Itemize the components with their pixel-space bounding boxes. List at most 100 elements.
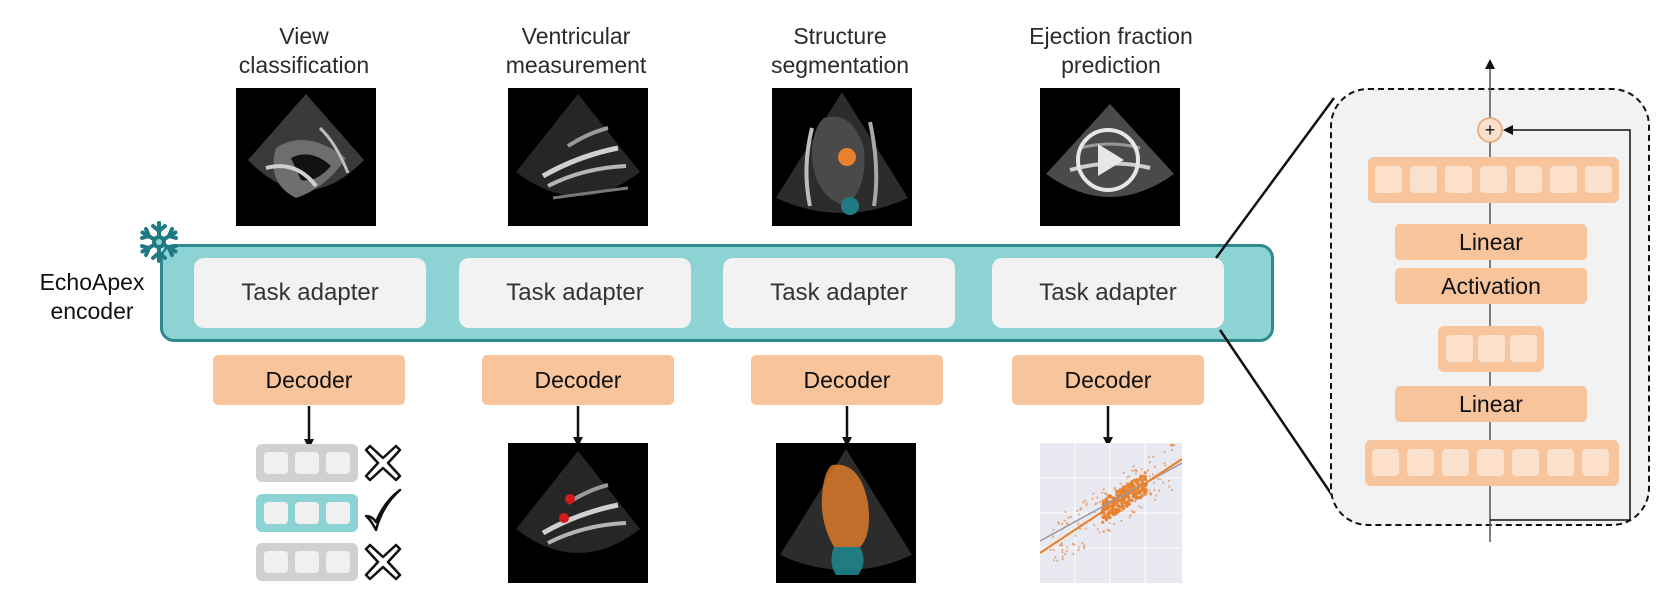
scatter-point (1077, 522, 1080, 526)
class-cell (326, 502, 350, 524)
residual-plus-symbol: + (1485, 120, 1496, 140)
scatter-point (1101, 515, 1105, 520)
cross-icon (364, 444, 402, 482)
check-icon (364, 488, 402, 532)
scatter-point (1102, 488, 1105, 491)
scatter-point (1131, 509, 1134, 512)
scatter-point (1064, 510, 1067, 513)
scatter-point (1061, 557, 1064, 561)
scatter-point (1065, 550, 1068, 553)
scatter-point (1092, 492, 1095, 495)
scatter-point (1113, 487, 1116, 490)
scatter-point (1061, 522, 1064, 526)
scatter-point (1128, 483, 1132, 487)
scatter-point (1128, 500, 1131, 503)
scatter-point (1164, 464, 1167, 467)
decoder-2: Decoder (482, 355, 674, 405)
scatter-point (1108, 517, 1111, 520)
class-cell (295, 452, 319, 474)
scatter-point (1091, 497, 1094, 500)
regression-line-orange (1040, 458, 1182, 554)
scatter-point (1060, 542, 1063, 545)
scatter-point (1140, 487, 1144, 491)
scatter-point (1083, 547, 1086, 550)
class-cell (264, 551, 288, 573)
class-row-1 (256, 444, 358, 482)
zoom-line-bottom (1218, 329, 1336, 499)
scatter-point (1153, 465, 1157, 468)
scatter-point (1069, 515, 1073, 518)
token (1550, 166, 1577, 193)
scatter-point (1126, 481, 1129, 484)
task-title-ventricular-measurement: Ventricular measurement (488, 22, 664, 80)
scatter-point (1131, 469, 1134, 472)
task-title-view-classification: View classification (216, 22, 392, 80)
scatter-point (1135, 469, 1138, 472)
scatter-point (1081, 542, 1084, 545)
scatter-point (1052, 535, 1055, 538)
scatter-point (1057, 521, 1060, 524)
scatter-point (1172, 443, 1175, 447)
scatter-point (1053, 559, 1056, 562)
output-measurement-image (508, 443, 648, 583)
scatter-point (1049, 548, 1052, 551)
encoder-label-line: encoder (50, 298, 134, 324)
segmentation-atrium (831, 547, 864, 575)
encoder-label: EchoApex encoder (28, 268, 156, 326)
scatter-point (1131, 485, 1135, 489)
scatter-point (1133, 500, 1137, 503)
scatter-point (1129, 514, 1132, 517)
scatter-point (1120, 501, 1124, 505)
class-cell (264, 502, 288, 524)
scatter-point (1095, 502, 1098, 505)
scatter-point (1148, 475, 1151, 478)
scatter-point (1083, 499, 1087, 502)
scatter-point (1107, 496, 1110, 499)
scatter-point (1056, 559, 1059, 562)
token-row-output (1368, 157, 1619, 203)
scatter-point (1147, 456, 1151, 459)
scatter-point (1129, 502, 1132, 505)
residual-connection (1490, 125, 1631, 521)
encoder-label-line: EchoApex (39, 269, 145, 295)
scatter-point (1123, 500, 1127, 504)
scatter-point (1085, 504, 1088, 507)
scatter-point (1152, 455, 1155, 458)
scatter-point (1128, 516, 1131, 519)
title-line: segmentation (770, 52, 910, 78)
scatter-point (1132, 465, 1135, 468)
scatter-point (1155, 494, 1158, 497)
scatter-point (1111, 507, 1115, 512)
scatter-point (1156, 477, 1159, 480)
scatter-point (1145, 488, 1148, 491)
scatter-point (1101, 520, 1105, 524)
task-adapter-1: Task adapter (194, 258, 426, 328)
scatter-point (1128, 475, 1131, 478)
output-segmentation-image (776, 443, 916, 583)
scatter-point (1134, 472, 1137, 475)
scatter-point (1159, 478, 1162, 481)
scatter-point (1074, 534, 1077, 537)
task-adapter-2: Task adapter (459, 258, 691, 328)
scatter-point (1096, 528, 1099, 531)
task-adapter-4: Task adapter (992, 258, 1224, 328)
scatter-point (1145, 493, 1148, 496)
scatter-point (1118, 489, 1122, 493)
scatter-point (1102, 530, 1105, 534)
scatter-point (1115, 507, 1119, 511)
task-title-ejection-fraction: Ejection fraction prediction (1000, 22, 1222, 80)
token (1446, 335, 1473, 362)
token (1512, 449, 1539, 476)
decoder-3: Decoder (751, 355, 943, 405)
scatter-point (1137, 491, 1141, 495)
scatter-point (1137, 495, 1140, 498)
scatter-point (1162, 481, 1165, 484)
scatter-point (1106, 493, 1109, 497)
task-title-structure-segmentation: Structure segmentation (752, 22, 928, 80)
measurement-point (559, 513, 569, 523)
scatter-point (1078, 513, 1081, 516)
scatter-point (1133, 510, 1136, 514)
linear-layer-top: Linear (1395, 224, 1587, 260)
token (1515, 166, 1542, 193)
activation-layer: Activation (1395, 268, 1587, 304)
